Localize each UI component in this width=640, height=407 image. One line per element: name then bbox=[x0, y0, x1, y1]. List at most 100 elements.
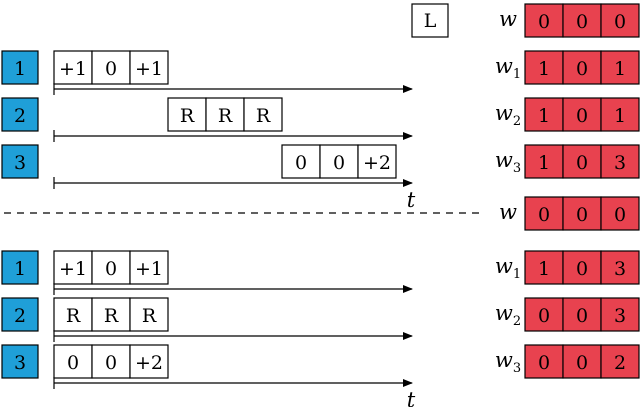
bottom-w3-register-cell bbox=[600, 344, 640, 379]
bottom-w-register-value: 0 bbox=[614, 204, 626, 226]
operation-value: 0 bbox=[105, 258, 117, 280]
operation-value: 0 bbox=[333, 152, 345, 174]
top-w3-register-label: w3 bbox=[495, 148, 521, 176]
top-w-register-cell bbox=[562, 3, 602, 38]
operation-value: +1 bbox=[135, 58, 163, 80]
operation-value: R bbox=[256, 105, 271, 127]
process-id: 3 bbox=[14, 152, 26, 174]
top-w1-register-value: 1 bbox=[614, 58, 626, 80]
top-w1-register-cell bbox=[524, 50, 564, 85]
legend-box: L bbox=[411, 3, 449, 38]
process-id: 1 bbox=[14, 258, 26, 280]
process-id-box bbox=[1, 344, 39, 379]
top-w3-register-subscript: 3 bbox=[513, 161, 521, 176]
bottom-w3-register-value: 0 bbox=[576, 352, 588, 374]
bottom-w3-register-symbol: w bbox=[495, 348, 513, 372]
top-w-register-label: w bbox=[499, 7, 517, 31]
top-time-label: t bbox=[407, 188, 416, 212]
top-w1-register-cell bbox=[600, 50, 640, 85]
operation-box bbox=[319, 144, 359, 179]
operation-box bbox=[243, 97, 283, 132]
operation-box bbox=[53, 250, 93, 285]
legend-label: L bbox=[424, 10, 437, 32]
top-w-register-value: 0 bbox=[614, 11, 626, 33]
bottom-w3-register-cell bbox=[524, 344, 564, 379]
operation-value: +1 bbox=[59, 58, 87, 80]
bottom-w3-register-value: 2 bbox=[614, 352, 626, 374]
process-id: 2 bbox=[14, 305, 26, 327]
bottom-w3-register-subscript: 3 bbox=[513, 361, 521, 376]
process-id: 1 bbox=[14, 58, 26, 80]
operation-box bbox=[129, 250, 169, 285]
bottom-w1-register-value: 3 bbox=[614, 258, 626, 280]
top-w1-register-subscript: 1 bbox=[513, 67, 521, 82]
bottom-w1-register-symbol: w bbox=[495, 254, 513, 278]
bottom-w-register-symbol: w bbox=[499, 200, 517, 224]
operation-box bbox=[53, 50, 93, 85]
top-w2-register-value: 0 bbox=[576, 105, 588, 127]
process-id-box bbox=[1, 297, 39, 332]
bottom-w1-register-value: 0 bbox=[576, 258, 588, 280]
top-w3-register-cell bbox=[524, 144, 564, 179]
operation-value: 0 bbox=[67, 352, 79, 374]
operation-value: R bbox=[66, 305, 81, 327]
bottom-w2-register-value: 0 bbox=[538, 305, 550, 327]
bottom-w1-register-subscript: 1 bbox=[513, 267, 521, 282]
top-w-register-value: 0 bbox=[538, 11, 550, 33]
bottom-w2-register-cell bbox=[600, 297, 640, 332]
top-w3-register-cell bbox=[600, 144, 640, 179]
bottom-w-register-value: 0 bbox=[538, 204, 550, 226]
operation-box bbox=[357, 144, 397, 179]
operation-value: +2 bbox=[363, 152, 391, 174]
operation-box bbox=[53, 344, 93, 379]
process-id: 3 bbox=[14, 352, 26, 374]
top-w3-register-value: 3 bbox=[614, 152, 626, 174]
bottom-w3-register-value: 0 bbox=[538, 352, 550, 374]
operation-value: R bbox=[104, 305, 119, 327]
bottom-w1-register-label: w1 bbox=[495, 254, 521, 282]
operation-box bbox=[129, 297, 169, 332]
operation-value: +1 bbox=[135, 258, 163, 280]
bottom-w2-register-value: 0 bbox=[576, 305, 588, 327]
top-w3-register-value: 1 bbox=[538, 152, 550, 174]
bottom-w1-register-cell bbox=[524, 250, 564, 285]
top-w1-register-symbol: w bbox=[495, 54, 513, 78]
bottom-w2-register-cell bbox=[524, 297, 564, 332]
operation-box bbox=[91, 297, 131, 332]
top-w2-register-subscript: 2 bbox=[513, 114, 521, 129]
operation-value: 0 bbox=[295, 152, 307, 174]
top-w-register-symbol: w bbox=[499, 7, 517, 31]
process-id-box bbox=[1, 97, 39, 132]
operation-value: R bbox=[180, 105, 195, 127]
operation-value: 0 bbox=[105, 58, 117, 80]
top-w-register-cell bbox=[600, 3, 640, 38]
top-w3-register-value: 0 bbox=[576, 152, 588, 174]
bottom-time-label: t bbox=[407, 388, 416, 407]
operation-value: +2 bbox=[135, 352, 163, 374]
bottom-w-register-label: w bbox=[499, 200, 517, 224]
operation-box bbox=[281, 144, 321, 179]
top-w1-register-value: 1 bbox=[538, 58, 550, 80]
bottom-w3-register-cell bbox=[562, 344, 602, 379]
bottom-w1-register-value: 1 bbox=[538, 258, 550, 280]
top-w3-register-symbol: w bbox=[495, 148, 513, 172]
operation-value: R bbox=[218, 105, 233, 127]
bottom-w2-register-value: 3 bbox=[614, 305, 626, 327]
bottom-w-register-cell bbox=[600, 196, 640, 231]
top-w-register-value: 0 bbox=[576, 11, 588, 33]
process-id-box bbox=[1, 250, 39, 285]
top-w2-register-value: 1 bbox=[614, 105, 626, 127]
top-w2-register-cell bbox=[600, 97, 640, 132]
top-w1-register-cell bbox=[562, 50, 602, 85]
operation-box bbox=[129, 344, 169, 379]
top-w2-register-value: 1 bbox=[538, 105, 550, 127]
bottom-w-register-value: 0 bbox=[576, 204, 588, 226]
